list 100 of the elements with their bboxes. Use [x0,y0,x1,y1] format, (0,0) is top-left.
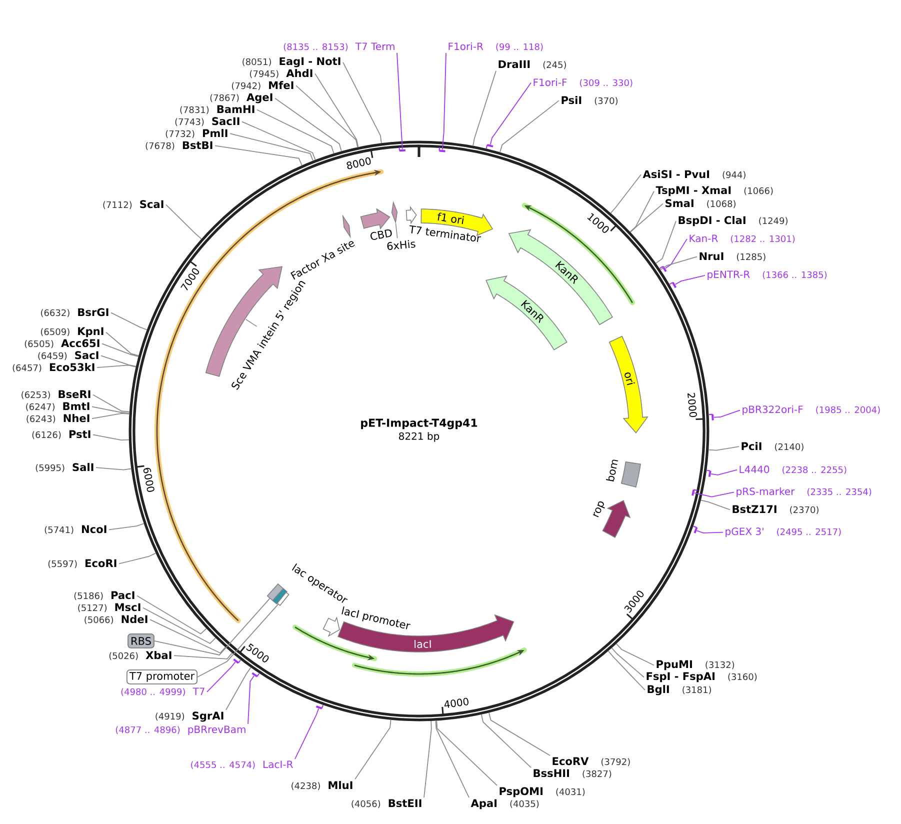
site-label: PciI (2140) [742,442,804,452]
leader-line [166,204,202,240]
site-label: EcoRV (3792) [552,757,630,766]
site-label: (6253) BseRI [22,390,90,400]
primer-mark [659,266,667,272]
site-label: PpuMI (3132) [656,660,734,670]
leader-line [92,406,130,414]
leader-line [696,530,724,534]
primer-mark [233,658,241,664]
node-label: rop [593,501,605,518]
leader-line [248,675,254,724]
leader-line [708,446,740,451]
leader-line [664,238,688,269]
site-label: (7942) MfeI [232,80,294,90]
leader-line [424,720,432,798]
leader-line [100,355,136,367]
primer-label: (8135 .. 8153) T7 Term [284,42,394,52]
primer-mark [316,704,324,710]
site-label: (5186) PacI [74,591,134,600]
leader-line [256,109,334,154]
leader-line [242,121,316,160]
leader-line [110,312,148,330]
leader-line [442,52,446,150]
site-label: (6457) Eco53kI [12,362,94,372]
primer-mark [438,147,446,152]
site-label: (6459) SacI [38,351,98,360]
feature-block: CBD [360,208,392,240]
site-label: ApaI (4035) [470,799,539,810]
site-label: (6632) BsrGI [41,308,108,318]
label-box: T7 promoter [126,670,198,684]
leader-line [174,652,233,660]
site-label: (4919) SgrAI [156,712,224,722]
site-label: (5741) NcoI [44,525,106,534]
leader-line [92,412,130,420]
primer-label: (4555 .. 4574) LacI-R [191,760,293,770]
site-label: AsiSI - PvuI (944) [642,170,746,180]
site-label: NruI (1285) [700,252,766,262]
site-label: (6247) BmtI [26,402,90,412]
site-label: (5026) XbaI [109,650,172,660]
leader-line [694,492,734,498]
leader-line [206,662,236,692]
primer-mark [252,672,260,678]
primer-label: (4877 .. 4896) pBRrevBam [116,726,246,736]
leader-line [610,174,642,214]
leader-line [230,133,314,162]
leader-line [472,70,496,146]
site-label: (7945) AhdI [250,68,312,78]
feature-block: ori [608,336,648,434]
site-label: DraIII (245) [498,60,566,70]
leader-line [136,595,207,634]
primer-mark [706,470,712,477]
leader-line [488,712,550,756]
size-label: 8221 bp [399,432,440,442]
leader-line [630,203,664,233]
primer-mark [669,282,677,288]
node-label: CBD [370,229,392,240]
leader-line [102,343,139,358]
site-label: FspI - FspAI (3160) [646,672,757,682]
leader-line [714,410,740,418]
node-label: bom [606,460,618,482]
tick-label: 8000 [346,157,371,170]
leader-line [274,98,342,152]
primer-label: pGEX 3' (2495 .. 2517) [726,528,841,538]
leader-line [108,523,144,530]
leader-line [214,145,302,166]
primer-mark [398,147,406,152]
primer-label: pENTR-R (1366 .. 1385) [708,270,827,280]
tick-label: 6000 [143,468,154,492]
leader-line [354,719,392,780]
leader-line [700,500,730,510]
site-label: BssHII (3827) [534,769,612,778]
site-label: (6243) NheI [26,414,90,424]
leader-line [616,643,654,666]
feature-box [276,592,290,606]
leader-line [150,619,226,654]
site-label: PsiI (370) [562,96,618,106]
site-label: (6505) Acc65I [24,339,100,348]
site-label: (6509) KpnI [40,327,104,338]
leader-line [490,82,532,145]
leader-line [611,648,644,678]
site-label: SmaI (1068) [666,199,736,208]
primer-mark [692,489,698,496]
primer-label: L4440 (2238 .. 2255) [740,466,846,474]
leader-line [660,256,698,270]
primer-mark [693,526,698,534]
site-label: (6126) PstI [32,430,90,440]
leader-line [608,650,646,691]
primer-label: (4980 .. 4999) T7 [121,688,204,696]
leader-line [436,720,498,786]
primer-label: F1ori-R (99 .. 118) [448,42,543,52]
site-label: (7831) BamHI [180,105,254,114]
leader-line [154,598,270,656]
leader-line [294,708,320,760]
leader-line [630,190,654,232]
leader-line [92,434,130,440]
site-label: (5995) SalI [36,462,94,472]
leader-line [96,467,132,470]
site-label: (7678) BstBI [146,141,212,150]
site-label: (8051) EagI - NotI [242,57,340,68]
label-box: RBS [128,634,154,648]
